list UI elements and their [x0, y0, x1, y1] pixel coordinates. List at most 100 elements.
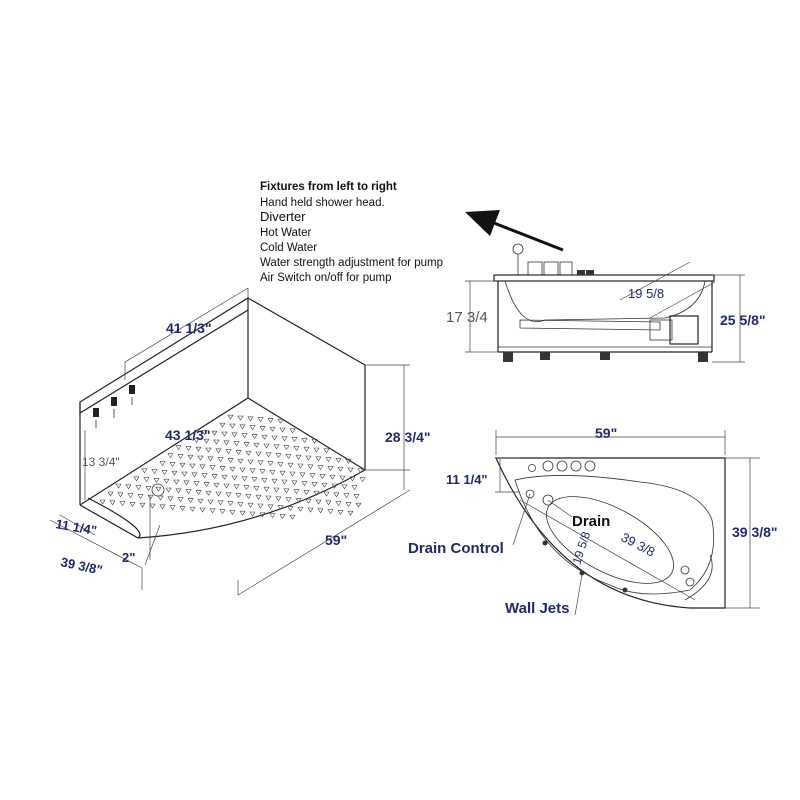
wall-jet-icon	[579, 570, 585, 576]
floor-texture-mark	[261, 434, 268, 440]
floor-texture-mark	[207, 456, 214, 462]
floor-texture-mark	[253, 442, 260, 448]
floor-texture-mark	[181, 471, 188, 477]
wall-jet-icon	[542, 540, 548, 546]
floor-texture-mark	[343, 493, 350, 499]
iso-top-width: 41 1/3"	[166, 320, 212, 336]
floor-texture-mark	[175, 445, 182, 451]
floor-texture-mark	[243, 485, 250, 491]
floor-texture-mark	[309, 473, 316, 479]
top-plan-view: 59" 11 1/4" 39 3/8" 39 3/8 19 5/8 Drain …	[408, 425, 778, 617]
floor-texture-mark	[277, 418, 284, 424]
floor-texture-mark	[269, 470, 276, 475]
floor-texture-mark	[313, 490, 320, 496]
floor-texture-mark	[115, 483, 122, 489]
floor-texture-mark	[231, 432, 238, 438]
floor-texture-mark	[223, 483, 230, 489]
floor-texture-mark	[311, 438, 318, 444]
floor-texture-mark	[189, 463, 196, 469]
fixtures-legend: Fixtures from left to right Hand held sh…	[260, 181, 443, 284]
floor-texture-mark	[199, 507, 206, 513]
floor-texture-mark	[273, 444, 280, 450]
floor-texture-mark	[197, 455, 204, 461]
floor-texture-mark	[211, 474, 218, 479]
floor-texture-mark	[229, 510, 236, 515]
floor-texture-mark	[173, 479, 180, 485]
floor-texture-mark	[347, 510, 354, 516]
floor-texture-mark	[225, 449, 232, 455]
floor-texture-mark	[237, 415, 244, 421]
floor-texture-mark	[279, 427, 286, 433]
floor-texture-mark	[169, 505, 176, 511]
floor-texture-mark	[153, 478, 160, 483]
floor-texture-mark	[227, 414, 234, 420]
floor-texture-mark	[307, 464, 314, 470]
floor-texture-mark	[289, 428, 296, 434]
floor-texture-mark	[345, 458, 352, 464]
wall-faucets	[93, 385, 135, 428]
floor-texture-mark	[275, 453, 282, 459]
floor-texture-mark	[127, 493, 134, 499]
floor-texture-mark	[215, 491, 222, 497]
floor-texture-mark	[245, 450, 252, 456]
floor-texture-mark	[247, 416, 254, 422]
floor-texture-mark	[275, 496, 282, 502]
floor-texture-mark	[175, 488, 182, 494]
floor-texture-mark	[331, 483, 338, 489]
floor-texture-mark	[159, 461, 166, 467]
floor-texture-mark	[203, 482, 210, 487]
floor-texture-mark	[193, 438, 200, 443]
drain-control-icon	[525, 489, 535, 499]
fixture-item-5: Water strength adjustment for pump	[260, 257, 443, 269]
floor-texture-mark	[235, 450, 242, 455]
floor-texture-mark	[307, 507, 314, 513]
floor-texture-mark	[251, 434, 258, 439]
floor-texture-mark	[159, 504, 166, 510]
floor-texture-mark	[329, 474, 336, 480]
floor-texture-mark	[249, 425, 256, 431]
floor-texture-mark	[303, 446, 310, 452]
floor-texture-mark	[327, 466, 334, 471]
iso-front-width: 59"	[325, 532, 347, 548]
floor-texture-mark	[239, 467, 246, 473]
floor-texture-mark	[241, 433, 248, 439]
plan-basin-length: 39 3/8	[619, 529, 658, 559]
floor-texture-mark	[241, 476, 248, 482]
floor-texture	[99, 414, 366, 520]
floor-texture-mark	[219, 422, 226, 428]
floor-texture-mark	[305, 498, 312, 504]
iso-side-depth: 39 3/8"	[59, 554, 104, 577]
floor-texture-mark	[225, 492, 232, 498]
floor-texture-mark	[155, 486, 162, 492]
plan-drain-icon	[542, 494, 554, 506]
floor-texture-mark	[259, 469, 266, 475]
floor-texture-mark	[255, 494, 262, 500]
floor-texture-mark	[223, 440, 230, 446]
floor-texture-mark	[239, 424, 246, 430]
fixtures-title: Fixtures from left to right	[260, 181, 397, 193]
floor-texture-mark	[337, 466, 344, 472]
floor-texture-mark	[301, 438, 308, 443]
floor-texture-mark	[323, 448, 330, 454]
floor-texture-mark	[151, 469, 158, 475]
plan-wall-jets-label: Wall Jets	[505, 600, 569, 617]
drain-icon	[151, 483, 165, 497]
floor-texture-mark	[235, 493, 242, 499]
floor-texture-mark	[133, 476, 140, 482]
floor-texture-mark	[249, 468, 256, 474]
fixture-item-4: Cold Water	[260, 242, 317, 254]
floor-texture-mark	[261, 478, 268, 483]
floor-texture-mark	[317, 508, 324, 514]
floor-texture-mark	[295, 454, 302, 460]
side-total-height: 25 5/8"	[720, 312, 766, 328]
floor-texture-mark	[195, 490, 202, 495]
floor-texture-mark	[251, 477, 258, 483]
floor-texture-mark	[229, 423, 236, 429]
floor-texture-mark	[289, 514, 296, 520]
floor-texture-mark	[259, 426, 266, 431]
floor-texture-mark	[293, 446, 300, 451]
plan-width: 59"	[595, 425, 617, 441]
floor-texture-mark	[247, 502, 254, 508]
floor-texture-mark	[293, 489, 300, 495]
floor-texture-mark	[205, 490, 212, 496]
